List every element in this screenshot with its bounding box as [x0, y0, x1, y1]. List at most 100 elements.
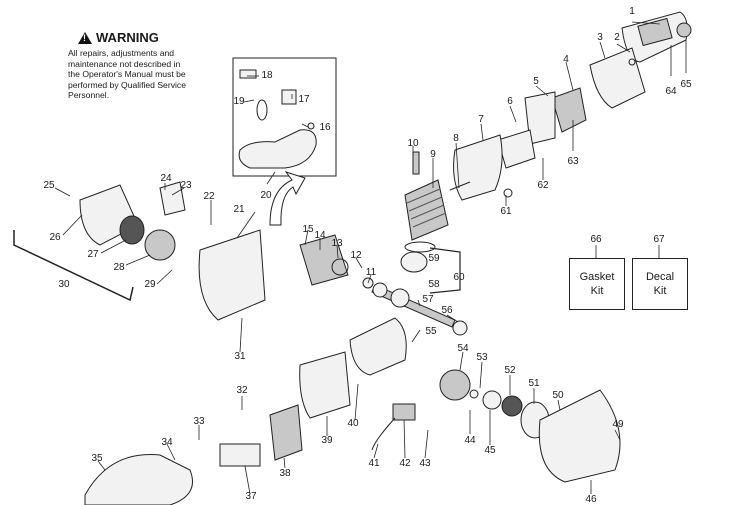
- callout-40: 40: [347, 418, 359, 429]
- o-ring-part: [503, 188, 513, 198]
- callout-26: 26: [49, 232, 61, 243]
- callout-6: 6: [507, 96, 513, 107]
- callout-44: 44: [464, 435, 476, 446]
- muffler-part: [269, 404, 303, 461]
- cylinder-fins: [406, 188, 447, 228]
- callout-30: 30: [58, 279, 70, 290]
- inset-clip-part: [239, 69, 257, 79]
- warning-title-text: WARNING: [96, 30, 159, 45]
- warning-triangle-icon: [78, 31, 92, 44]
- callout-1: 1: [629, 6, 635, 17]
- callout-24: 24: [160, 173, 172, 184]
- callout-labels: 1 2 3 4 5 6 7 8 9 10 11 12 13 14 15 16 1…: [43, 6, 692, 505]
- group-bracket-30: [13, 230, 134, 302]
- callout-21: 21: [233, 204, 245, 215]
- carburetor-part: [551, 87, 587, 133]
- crankcase-part: [349, 317, 407, 376]
- stud-part: [449, 181, 471, 191]
- callout-10: 10: [407, 138, 419, 149]
- callout-67: 67: [653, 234, 665, 245]
- callout-43: 43: [419, 458, 431, 469]
- fuel-tank-shield: [299, 351, 351, 419]
- callout-17: 17: [298, 94, 310, 105]
- callout-14: 14: [314, 230, 326, 241]
- callout-20: 20: [260, 190, 272, 201]
- group-bracket-60: [429, 247, 461, 294]
- callout-23: 23: [180, 180, 192, 191]
- piston-ring-part: [404, 241, 436, 253]
- bearing-right-part: [452, 320, 468, 336]
- callout-51: 51: [528, 378, 540, 389]
- callout-56: 56: [441, 305, 453, 316]
- callout-49: 49: [612, 419, 624, 430]
- callout-15: 15: [302, 224, 314, 235]
- callout-25: 25: [43, 180, 55, 191]
- callout-8: 8: [453, 133, 459, 144]
- callout-41: 41: [368, 458, 380, 469]
- callout-52: 52: [504, 365, 516, 376]
- callout-53: 53: [476, 352, 488, 363]
- clutch-housing-part: [299, 234, 349, 286]
- gasket-kit-line2: Kit: [590, 285, 604, 297]
- callout-60: 60: [453, 272, 465, 283]
- crank-web-part: [390, 288, 410, 308]
- fuel-tank-part: [84, 454, 193, 505]
- cylinder-part: [404, 179, 449, 241]
- callout-11: 11: [366, 267, 377, 278]
- inset-spring-part: [281, 89, 297, 105]
- leader-lines: [54, 21, 687, 495]
- callout-38: 38: [279, 468, 291, 479]
- callout-59: 59: [428, 253, 440, 264]
- warning-line: maintenance not described in: [68, 58, 181, 69]
- heat-shield-part: [453, 134, 503, 201]
- clutch-shoe-part: [501, 395, 523, 417]
- callout-34: 34: [161, 437, 173, 448]
- callout-19: 19: [233, 96, 245, 107]
- callout-37: 37: [245, 491, 257, 502]
- callout-13: 13: [331, 238, 343, 249]
- inset-screw-part: [307, 122, 315, 130]
- callout-63: 63: [567, 156, 579, 167]
- ignition-lead-part: [371, 417, 396, 451]
- air-filter-element: [637, 17, 673, 47]
- bearing-left-part: [372, 282, 388, 298]
- gear-housing-part: [538, 389, 621, 483]
- callout-27: 27: [87, 249, 99, 260]
- warning-title: WARNING: [78, 30, 243, 45]
- callout-58: 58: [428, 279, 440, 290]
- knob-part: [676, 22, 692, 38]
- callout-50: 50: [552, 390, 564, 401]
- fuel-cap-part: [219, 443, 261, 467]
- callout-16: 16: [319, 122, 331, 133]
- callout-31: 31: [234, 351, 246, 362]
- callout-45: 45: [484, 445, 496, 456]
- clutch-spring-part: [331, 258, 349, 276]
- warning-line: Personnel.: [68, 90, 110, 101]
- decal-kit-line2: Kit: [653, 285, 667, 297]
- inset-housing-part: [238, 129, 317, 169]
- callout-61: 61: [500, 206, 512, 217]
- warning-line: performed by Qualified Service: [68, 79, 186, 90]
- callout-54: 54: [457, 343, 469, 354]
- spark-plug-part: [412, 151, 420, 175]
- decal-kit-line1: Decal: [645, 271, 675, 283]
- piston-part: [400, 251, 428, 273]
- warning-notice: WARNING All repairs, adjustments and mai…: [68, 30, 243, 101]
- engine-housing-part: [198, 229, 266, 321]
- callout-65: 65: [680, 79, 692, 90]
- callout-55: 55: [425, 326, 437, 337]
- callout-5: 5: [533, 76, 539, 87]
- callout-62: 62: [537, 180, 549, 191]
- callout-arrow: [269, 171, 306, 226]
- inset-ring-part: [256, 99, 268, 121]
- callout-29: 29: [144, 279, 156, 290]
- gasket-kit-line1: Gasket: [579, 271, 615, 283]
- kit-leaders: [595, 245, 660, 258]
- callout-39: 39: [321, 435, 333, 446]
- warning-line: All repairs, adjustments and: [68, 48, 175, 58]
- callout-3: 3: [597, 32, 603, 43]
- intake-part: [497, 129, 536, 169]
